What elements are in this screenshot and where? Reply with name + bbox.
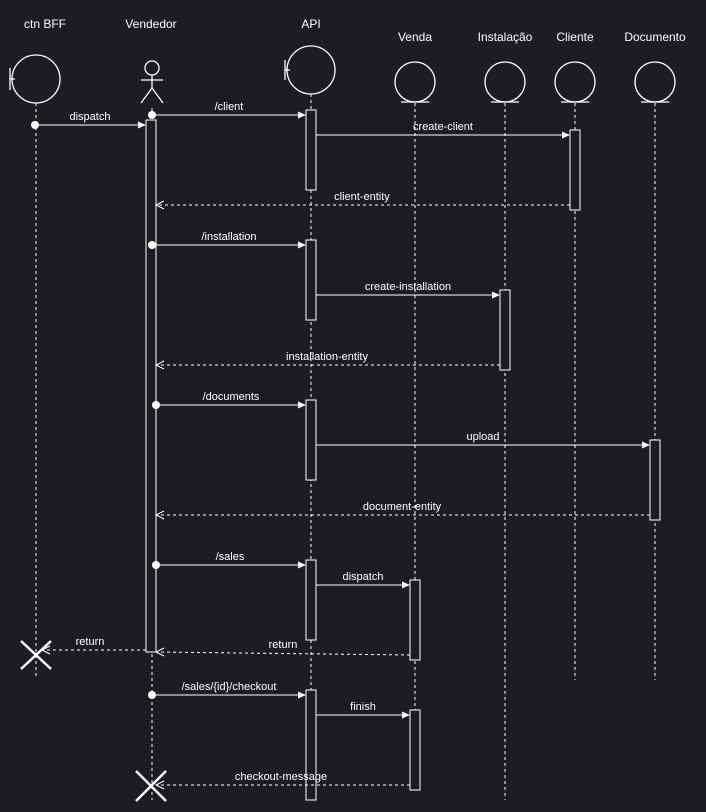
message-dispatch-venda[interactable]: dispatch [316,571,410,589]
message-label: dispatch [343,571,384,583]
message-label: upload [466,431,499,443]
message-label: /sales/{id}/checkout [182,681,277,693]
message-installation-entity[interactable]: installation-entity [154,351,500,370]
message-dispatch[interactable]: dispatch [31,111,146,129]
message-checkout[interactable]: /sales/{id}/checkout [148,681,306,699]
activation-venda-finish[interactable] [409,709,421,791]
arrow-open-icon [154,780,165,790]
arrow-head-icon [298,401,306,409]
participant-instalacao[interactable]: Instalação [478,30,533,800]
activation-api-sales[interactable] [305,559,317,641]
arrow-head-icon [402,711,410,719]
message-label: /documents [203,391,260,403]
arrow-head-icon [298,561,306,569]
message-label: /client [215,101,244,113]
message-label: dispatch [70,111,111,123]
message-checkout-message[interactable]: checkout-message [154,771,410,790]
participant-cliente[interactable]: Cliente [554,30,596,680]
message-label: return [269,639,298,651]
arrow-head-icon [492,291,500,299]
arrow-head-icon [298,241,306,249]
message-installation[interactable]: /installation [148,231,306,249]
arrow-head-icon [298,691,306,699]
participant-label-cliente: Cliente [556,30,594,44]
message-label: return [76,636,105,648]
message-label: create-installation [365,281,451,293]
activation-venda-dispatch[interactable] [409,579,421,661]
message-label: /installation [201,231,256,243]
message-upload[interactable]: upload [316,431,650,449]
boundary-icon [284,45,336,95]
message-documents[interactable]: /documents [152,391,306,409]
activation-api-installation[interactable] [305,239,317,321]
participant-venda[interactable]: Venda [394,30,436,790]
message-return-bff[interactable]: return [40,636,146,655]
activation-api-checkout[interactable] [305,689,317,801]
participant-documento[interactable]: Documento [624,30,686,680]
message-document-entity[interactable]: document-entity [154,501,650,520]
arrow-open-icon [154,510,165,520]
message-return-venda[interactable]: return [154,639,411,657]
destroy-icon [135,770,167,802]
message-client[interactable]: /client [148,101,306,119]
entity-icon [634,61,676,103]
arrow-head-icon [298,111,306,119]
activation-documento[interactable] [649,439,661,521]
message-client-entity[interactable]: client-entity [154,191,570,210]
message-label: installation-entity [286,351,368,363]
arrow-head-icon [402,581,410,589]
activation-api-client[interactable] [305,109,317,191]
entity-icon [394,61,436,103]
message-label: finish [350,701,376,713]
message-label: document-entity [363,501,442,513]
participant-label-venda: Venda [398,30,432,44]
arrow-open-icon [154,360,165,370]
message-label: client-entity [334,191,390,203]
message-finish[interactable]: finish [316,701,410,719]
entity-icon [554,61,596,103]
arrow-open-icon [154,200,165,210]
activation-vendedor[interactable] [145,119,157,653]
actor-icon [140,60,164,104]
participant-ctn-bff[interactable]: ctn BFF [9,17,66,678]
activation-instalacao[interactable] [499,289,511,371]
boundary-icon [9,54,61,104]
message-label: create-client [413,121,473,133]
destroy-icon [20,640,52,670]
message-create-installation[interactable]: create-installation [316,281,500,299]
participant-label-ctn-bff: ctn BFF [24,17,66,31]
activation-api-documents[interactable] [305,399,317,481]
arrow-head-icon [562,131,570,139]
activation-cliente[interactable] [569,129,581,211]
message-label: /sales [216,551,245,563]
arrow-head-icon [642,441,650,449]
participant-label-instalacao: Instalação [478,30,533,44]
entity-icon [484,61,526,103]
message-create-client[interactable]: create-client [316,121,570,139]
participant-label-api: API [301,17,320,31]
message-sales[interactable]: /sales [152,551,306,569]
participant-api[interactable]: API [284,17,336,800]
message-label: checkout-message [235,771,327,783]
arrow-head-icon [138,121,146,129]
participant-label-vendedor: Vendedor [125,17,176,31]
arrow-open-icon [154,647,165,657]
participant-label-documento: Documento [624,30,686,44]
